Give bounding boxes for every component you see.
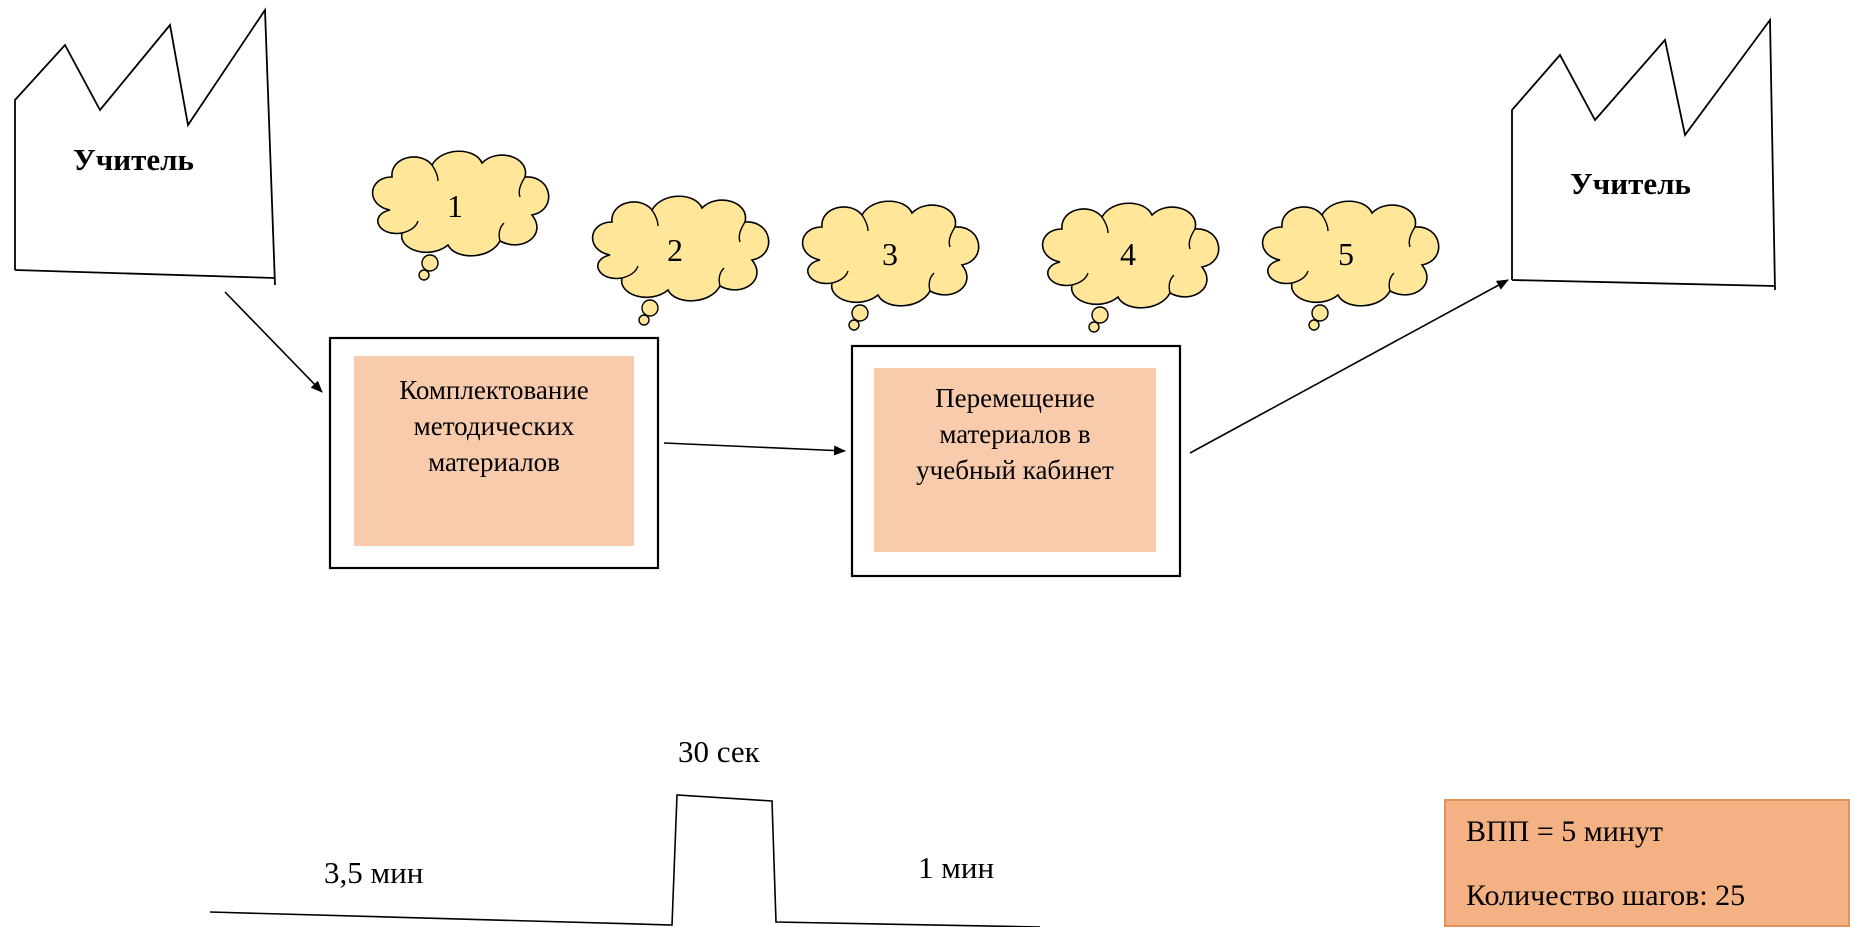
arrow-process1-to-process2 [663,442,846,456]
process-box-1 [328,336,660,570]
cloud-4-number: 4 [1120,236,1136,272]
cloud-5-number: 5 [1338,236,1354,272]
timeline-wait-before-label: 3,5 мин [324,855,424,890]
process-1-line-3: материалов [428,447,560,477]
timeline-line [209,794,1041,927]
arrow-process2-to-teacher [1189,279,1509,454]
process-2-line-3: учебный кабинет [916,455,1114,485]
summary-lead-time: ВПП = 5 минут [1466,815,1663,848]
process-box-2 [850,344,1182,578]
timeline-wait-after-label: 1 мин [918,850,995,885]
process-1-line-1: Комплектование [399,375,589,405]
process-1-line-2: методических [413,411,575,441]
cloud-2-number: 2 [667,232,683,268]
cloud-1-number: 1 [447,188,463,224]
process-2-line-1: Перемещение [935,383,1095,413]
factory-left-label: Учитель [73,142,194,177]
summary-steps-count: Количество шагов: 25 [1466,879,1746,912]
process-2-text: Перемещение материалов в учебный кабинет [874,380,1156,488]
cloud-3-number: 3 [882,236,898,272]
arrow-teacher-to-process1 [224,291,323,393]
factory-right-shape [1511,17,1776,291]
process-2-line-2: материалов в [939,419,1091,449]
summary-box: ВПП = 5 минут Количество шагов: 25 [1444,799,1850,927]
factory-left-shape [14,7,276,286]
process-1-text: Комплектование методических материалов [354,372,634,480]
timeline-process-time-label: 30 сек [678,734,760,769]
factory-right-label: Учитель [1570,166,1691,201]
